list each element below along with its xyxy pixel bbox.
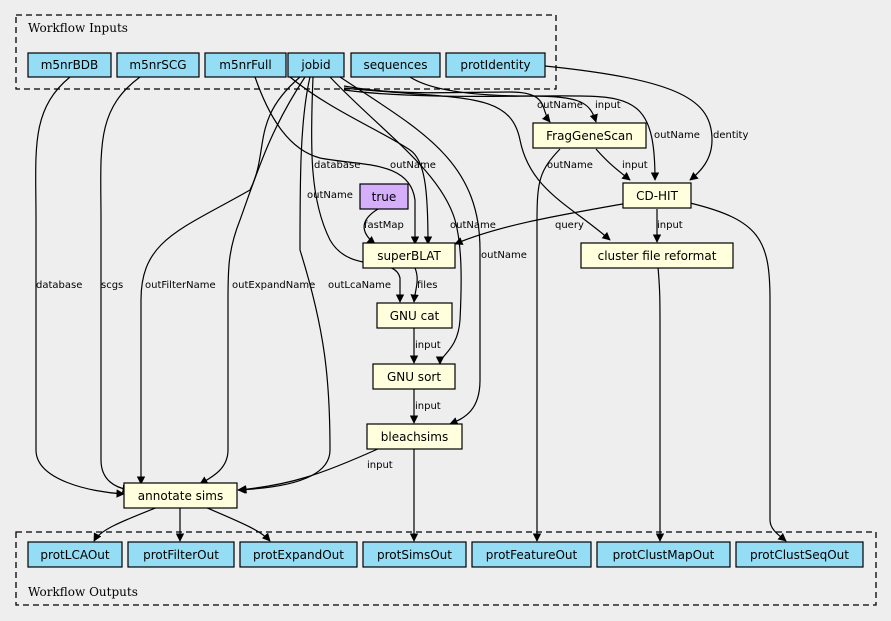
output-node-protExpandOut-label: protExpandOut [253, 548, 344, 562]
output-node-protFilterOut-label: protFilterOut [143, 548, 219, 562]
input-node-jobid-label: jobid [300, 58, 330, 72]
step-node-gnusort[interactable]: GNU sort [372, 363, 456, 390]
input-node-m5nrFull[interactable]: m5nrFull [204, 52, 287, 78]
constant-node-true-label: true [372, 190, 397, 204]
step-node-bleachsims-label: bleachsims [381, 430, 448, 444]
edge-label-outname-bleachsims: outName [481, 250, 527, 261]
step-node-bleachsims[interactable]: bleachsims [366, 423, 463, 450]
output-node-protClustSeqOut[interactable]: protClustSeqOut [735, 541, 864, 568]
edge-label-query: query [555, 220, 584, 231]
workflow-inputs-cluster: Workflow Inputs [15, 14, 557, 90]
edge-label-input-annotate: input [367, 460, 393, 471]
edge-jobid-superblat [289, 76, 433, 245]
edge-m5nrSCG-annotate [100, 76, 141, 494]
edge-jobid-annotate-filter [136, 76, 301, 485]
edge-labels: database scgs outFilterName outExpandNam… [36, 100, 748, 471]
edge-label-input-sort: input [415, 340, 441, 351]
nodes: m5nrBDB m5nrSCG m5nrFull jobid sequences… [27, 52, 864, 568]
output-node-protClustSeqOut-label: protClustSeqOut [750, 548, 849, 562]
edge-label-outexpandname: outExpandName [232, 280, 315, 291]
output-node-protFilterOut[interactable]: protFilterOut [127, 541, 235, 568]
edge-label-fastmap: fastMap [364, 220, 404, 231]
workflow-inputs-title: Workflow Inputs [28, 21, 128, 35]
output-node-protFeatureOut[interactable]: protFeatureOut [471, 541, 592, 568]
step-node-annotatesims-label: annotate sims [138, 489, 223, 503]
edge-jobid-cdhit [343, 89, 660, 181]
edge-jobid-bleachsims [339, 76, 481, 426]
step-node-fraggenescan[interactable]: FragGeneScan [532, 122, 647, 149]
edge-fraggenescan-cdhit [595, 148, 631, 181]
workflow-outputs-title: Workflow Outputs [28, 585, 138, 599]
edge-annotate-lcaout [93, 506, 159, 542]
edge-bleachsims-annotate [238, 447, 381, 494]
output-node-protClustMapOut-label: protClustMapOut [613, 548, 715, 562]
edge-label-outname-superblat: outName [390, 160, 436, 171]
edge-jobid-annotate-lca [237, 76, 331, 494]
edge-label-outname-cdhit: outName [654, 130, 700, 141]
output-node-protSimsOut-label: protSimsOut [377, 548, 452, 562]
input-node-m5nrSCG[interactable]: m5nrSCG [116, 52, 200, 78]
step-node-cdhit[interactable]: CD-HIT [622, 182, 692, 209]
edge-label-scgs: scgs [101, 280, 123, 291]
edge-jobid-annotate-expand [199, 76, 306, 485]
step-node-superblat-label: superBLAT [377, 249, 441, 263]
edge-m5nrBDB-annotate [35, 76, 125, 498]
input-node-protIdentity[interactable]: protIdentity [445, 52, 546, 78]
step-node-fraggenescan-label: FragGeneScan [546, 129, 633, 143]
edge-m5nrFull-superblat [254, 76, 420, 245]
edge-superblat-gnucat [410, 267, 419, 303]
edge-label-input-cfr: input [657, 220, 683, 231]
input-node-sequences-label: sequences [363, 58, 427, 72]
step-node-superblat[interactable]: superBLAT [362, 242, 456, 269]
input-node-sequences[interactable]: sequences [350, 52, 441, 78]
step-node-clusterreformat[interactable]: cluster file reformat [580, 242, 734, 269]
edge-clusterreformat-clustmapout [655, 266, 665, 542]
output-node-protFeatureOut-label: protFeatureOut [486, 548, 578, 562]
edge-label-input-bleach: input [415, 401, 441, 412]
output-node-protLCAOut[interactable]: protLCAOut [27, 541, 123, 568]
edge-label-identity-cdhit: dentity [713, 130, 748, 141]
input-node-protIdentity-label: protIdentity [460, 58, 530, 72]
step-node-gnucat-label: GNU cat [390, 309, 440, 323]
edge-label-outname-fgs: outName [537, 100, 583, 111]
edge-label-input-fgs: input [595, 100, 621, 111]
edge-protIdentity-cdhit [544, 65, 713, 181]
step-node-clusterreformat-label: cluster file reformat [598, 249, 717, 263]
input-node-m5nrSCG-label: m5nrSCG [129, 58, 186, 72]
output-node-protClustMapOut[interactable]: protClustMapOut [596, 541, 731, 568]
edge-label-outfiltername: outFilterName [145, 280, 216, 291]
step-node-cdhit-label: CD-HIT [636, 189, 679, 203]
constant-node-true[interactable]: true [359, 183, 409, 210]
edge-label-outname-gnucat: outName [307, 190, 353, 201]
input-node-m5nrBDB[interactable]: m5nrBDB [27, 52, 112, 78]
input-node-m5nrBDB-label: m5nrBDB [41, 58, 99, 72]
edge-label-files: files [417, 280, 437, 291]
edge-fraggenescan-featureout [532, 148, 561, 542]
edge-label-outlcaname: outLcaName [328, 280, 391, 291]
step-node-gnucat[interactable]: GNU cat [376, 302, 453, 329]
edge-jobid-clusterreformat [343, 87, 611, 241]
step-node-annotatesims[interactable]: annotate sims [123, 482, 238, 509]
input-node-m5nrFull-label: m5nrFull [219, 58, 271, 72]
edge-label-database: database [36, 280, 82, 291]
edge-true-superblat [363, 208, 379, 245]
output-node-protLCAOut-label: protLCAOut [40, 548, 109, 562]
output-node-protSimsOut[interactable]: protSimsOut [362, 541, 467, 568]
edge-label-database-superblat: database [314, 160, 360, 171]
edge-jobid-gnusort [329, 76, 462, 365]
edge-annotate-expandout [204, 506, 271, 542]
edge-cdhit-superblat [454, 202, 629, 245]
edge-label-outname-cfr: outName [547, 160, 593, 171]
output-node-protExpandOut[interactable]: protExpandOut [239, 541, 358, 568]
step-node-gnusort-label: GNU sort [387, 370, 441, 384]
input-node-jobid[interactable]: jobid [287, 52, 345, 78]
edge-label-outname-gnusort: outName [450, 220, 496, 231]
edge-cdhit-clustseqout [689, 202, 787, 542]
edge-label-input-cdhit: input [622, 160, 648, 171]
workflow-outputs-cluster: Workflow Outputs [15, 531, 877, 606]
